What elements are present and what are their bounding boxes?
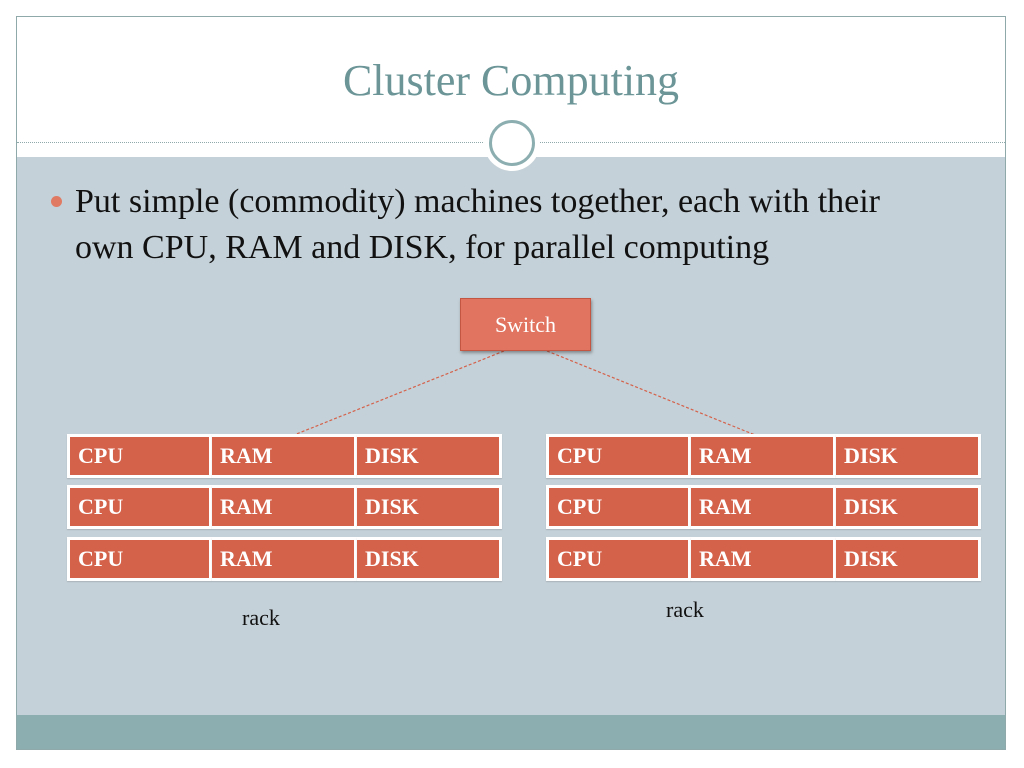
footer-bar	[17, 715, 1005, 749]
ram-cell: RAM	[212, 485, 357, 529]
disk-cell: DISK	[357, 434, 502, 478]
disk-cell: DISK	[836, 434, 981, 478]
machine-row: CPU RAM DISK	[546, 434, 981, 478]
machine-row: CPU RAM DISK	[67, 434, 502, 478]
ram-cell: RAM	[691, 434, 836, 478]
ram-cell: RAM	[212, 537, 357, 581]
machine-row: CPU RAM DISK	[546, 485, 981, 529]
disk-cell: DISK	[836, 485, 981, 529]
circle-ornament-icon	[484, 115, 540, 171]
ram-cell: RAM	[212, 434, 357, 478]
cpu-cell: CPU	[546, 434, 691, 478]
bullet-text: Put simple (commodity) machines together…	[75, 183, 880, 266]
cpu-cell: CPU	[67, 434, 212, 478]
machine-row: CPU RAM DISK	[546, 537, 981, 581]
switch-node: Switch	[460, 298, 591, 351]
ram-cell: RAM	[691, 485, 836, 529]
slide-title: Cluster Computing	[342, 56, 680, 105]
machine-row: CPU RAM DISK	[67, 485, 502, 529]
cpu-cell: CPU	[546, 485, 691, 529]
rack-label: rack	[666, 597, 704, 622]
machine-row: CPU RAM DISK	[67, 537, 502, 581]
disk-cell: DISK	[357, 537, 502, 581]
cpu-cell: CPU	[546, 537, 691, 581]
disk-cell: DISK	[357, 485, 502, 529]
rack-label: rack	[242, 605, 280, 630]
bullet-dot-icon	[51, 196, 62, 207]
disk-cell: DISK	[836, 537, 981, 581]
circle-ring-icon	[489, 120, 535, 166]
slide: Cluster Computing Put simple (commodity)…	[16, 16, 1006, 750]
cpu-cell: CPU	[67, 537, 212, 581]
ram-cell: RAM	[691, 537, 836, 581]
cpu-cell: CPU	[67, 485, 212, 529]
